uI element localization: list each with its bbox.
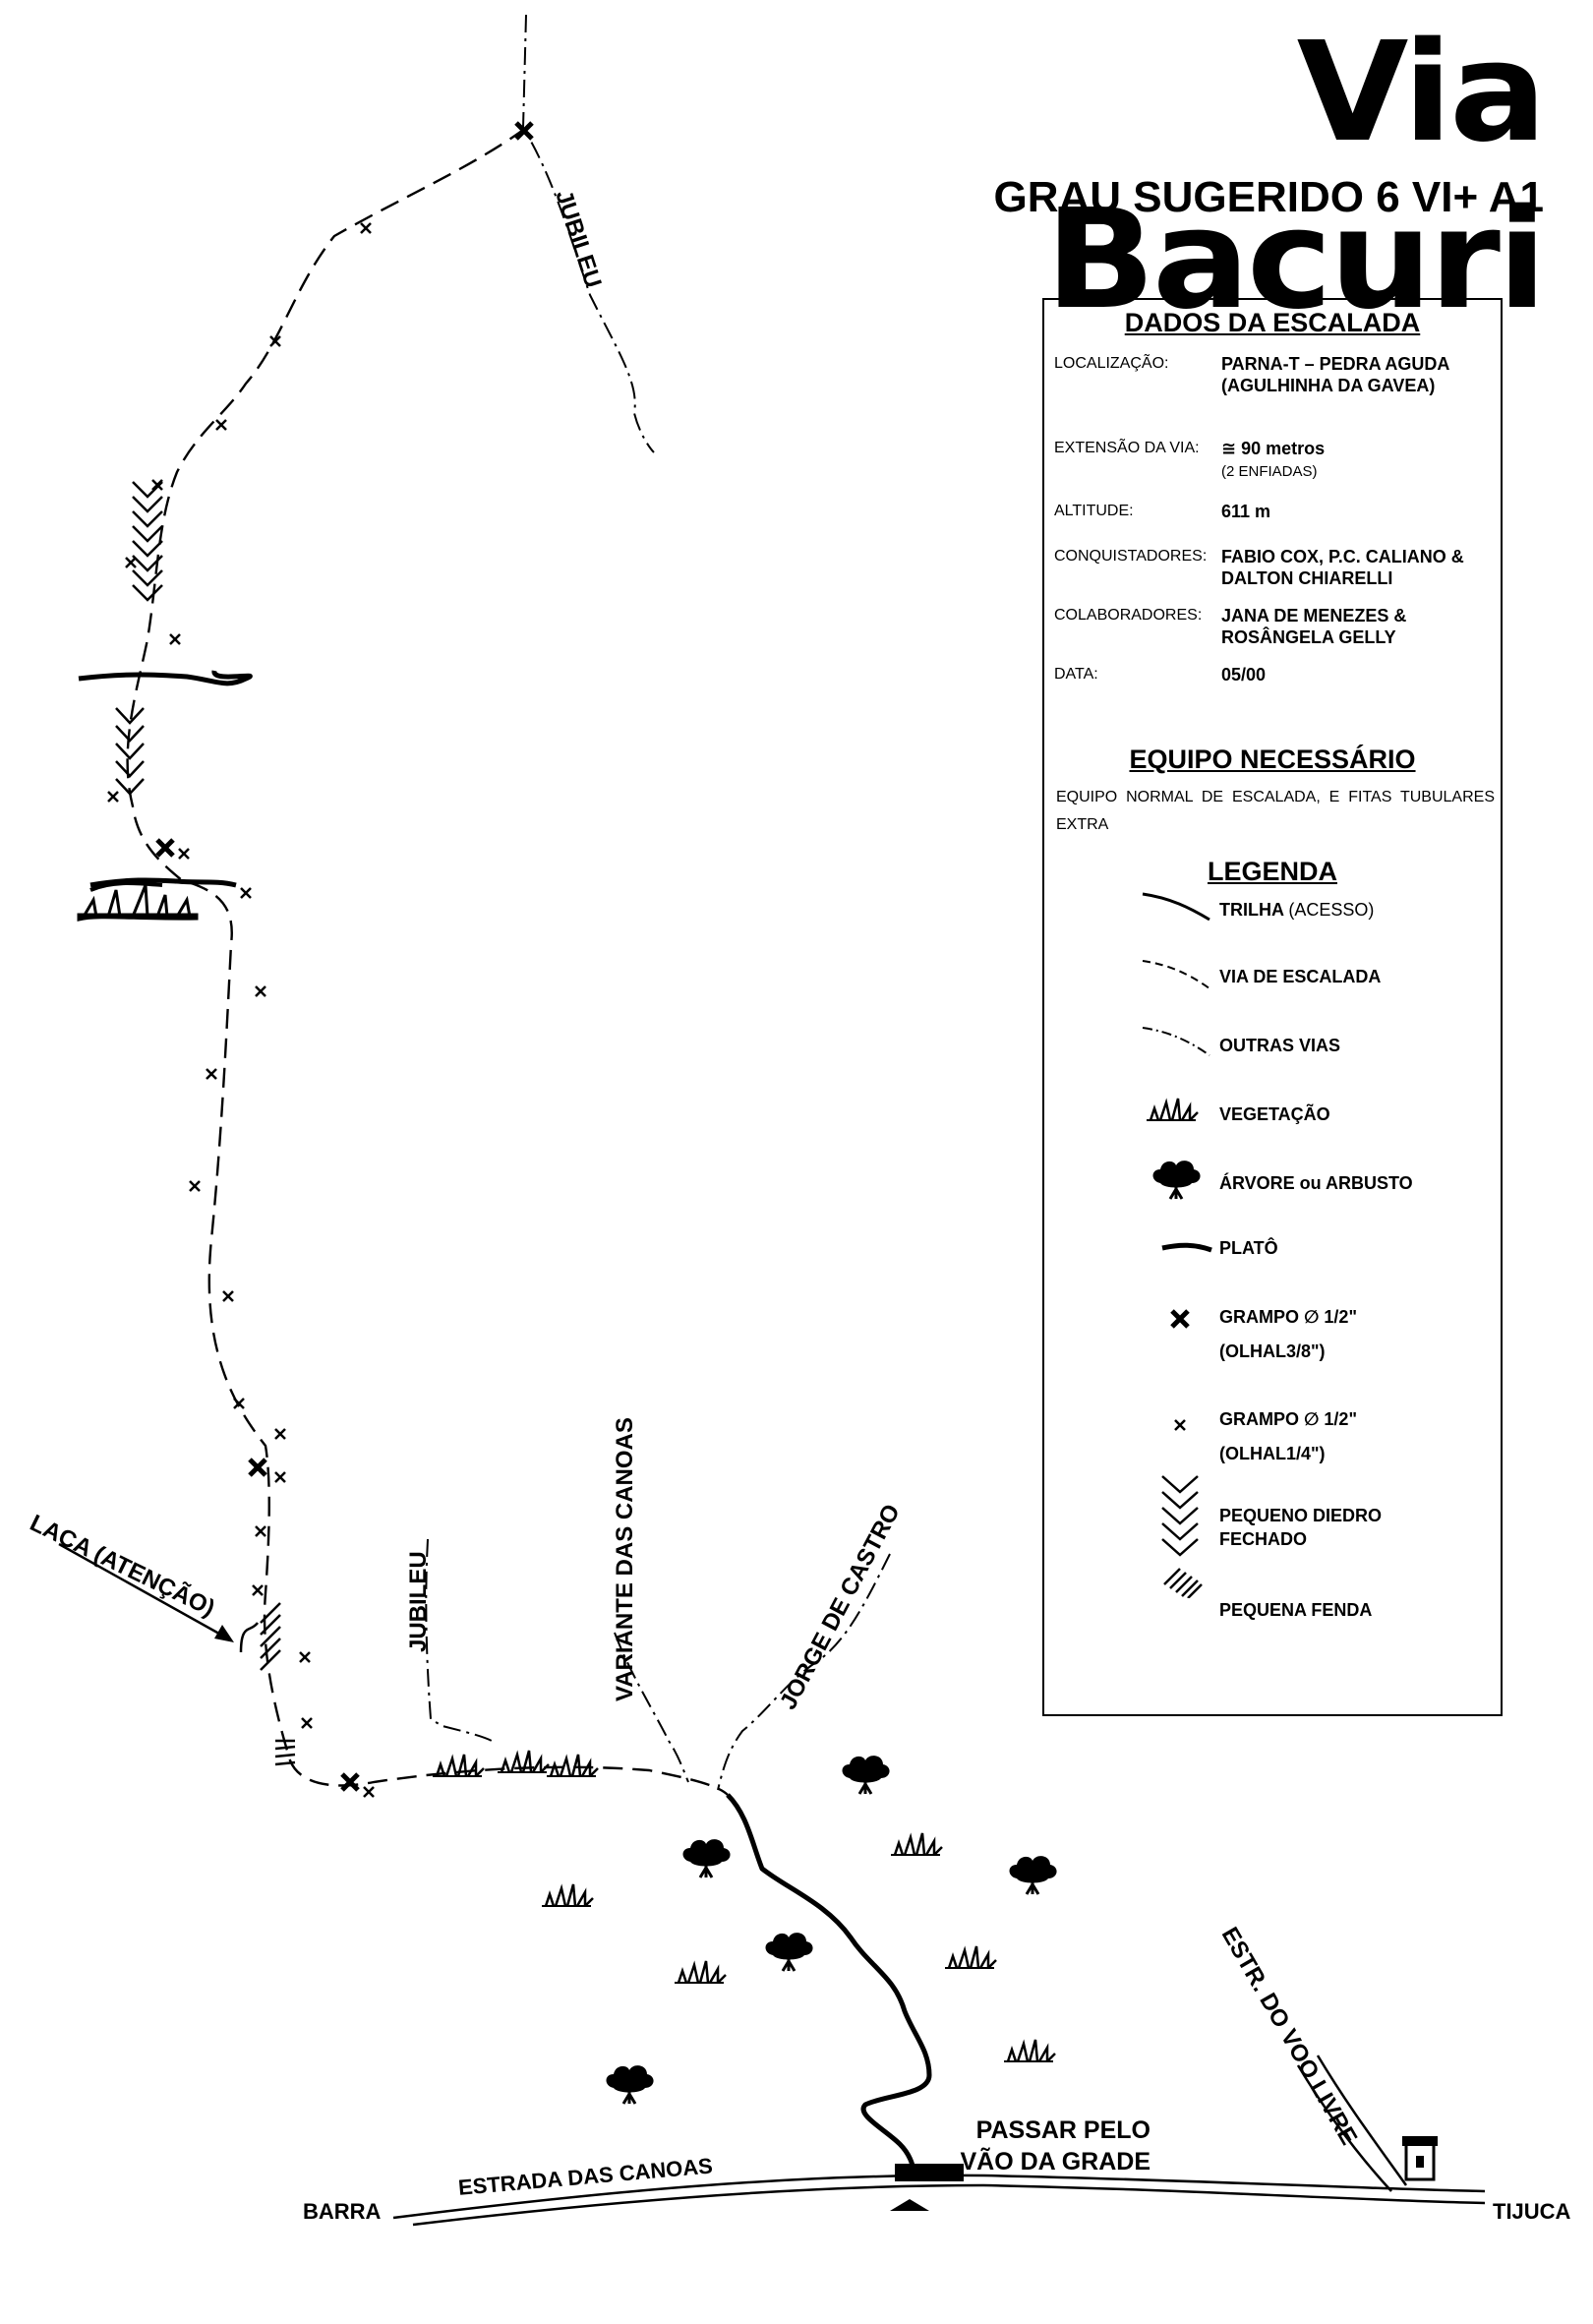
dihedral-lower <box>115 707 145 796</box>
field-value-main: ≅ 90 metros <box>1221 439 1326 458</box>
field-value: ≅ 90 metros (2 ENFIADAS) <box>1221 438 1497 483</box>
plateau-ledge <box>89 877 237 888</box>
crack-icon <box>1163 1568 1203 1598</box>
other-route-jorge <box>717 1553 891 1791</box>
laca-arrow <box>58 1542 234 1642</box>
equipment-text: EQUIPO NORMAL DE ESCALADA, E FITAS TUBUL… <box>1056 789 1495 833</box>
route-title: Via Bacuri <box>1044 13 1547 340</box>
ledge-vegetation <box>77 880 199 922</box>
road-voo-livre <box>1296 2055 1408 2192</box>
trail-line-icon <box>1142 892 1210 922</box>
dashed-route-icon <box>1142 960 1210 989</box>
tree-icon <box>1151 1159 1203 1201</box>
approach-trail <box>726 1793 932 2175</box>
label-barra: BARRA <box>303 2199 382 2224</box>
field-label: EXTENSÃO DA VIA: <box>1054 440 1200 456</box>
legend-heading: LEGENDA <box>1207 857 1337 886</box>
legend-item-tree: ÁRVORE ou ARBUSTO <box>1219 1173 1413 1193</box>
field-value: 05/00 <box>1221 665 1267 685</box>
small-bolt-icon <box>1173 1418 1187 1432</box>
equipment-heading: EQUIPO NECESSÁRIO <box>1129 745 1416 774</box>
plateau-icon <box>1161 1242 1212 1253</box>
legend-item-crack: PEQUENA FENDA <box>1219 1600 1373 1620</box>
legend-item-other-routes: OUTRAS VIAS <box>1219 1036 1341 1055</box>
dihedral-upper <box>132 481 163 602</box>
other-route-variante <box>614 1632 689 1783</box>
plateau-upper <box>78 670 253 686</box>
legend-item-route: VIA DE ESCALADA <box>1219 967 1382 986</box>
large-bolts <box>157 123 532 1790</box>
dihedral-icon <box>1161 1475 1199 1557</box>
label-passar: PASSAR PELO VÃO DA GRADE <box>960 2116 1150 2175</box>
legend-item-small-bolt: GRAMPO ∅ 1/2"(OLHAL1/4") <box>1219 1409 1357 1463</box>
lower-crack <box>274 1739 296 1766</box>
field-label: DATA: <box>1054 666 1098 683</box>
legend-item-large-bolt: GRAMPO ∅ 1/2"(OLHAL3/8") <box>1219 1307 1357 1361</box>
field-value: JANA DE MENEZES & ROSÂNGELA GELLY <box>1221 606 1407 647</box>
label-tijuca: TIJUCA <box>1493 2199 1571 2224</box>
legend-icons <box>1142 892 1212 1598</box>
label-jubileu-bottom: JUBILEU <box>405 1551 432 1652</box>
field-value: PARNA-T – PEDRA AGUDA (AGULHINHA DA GAVE… <box>1221 354 1449 395</box>
info-panel: DADOS DA ESCALADA LOCALIZAÇÃO: PARNA-T –… <box>1042 298 1503 1716</box>
field-value-note: (2 ENFIADAS) <box>1221 463 1318 480</box>
legend-item-vegetation: VEGETAÇÃO <box>1219 1104 1330 1124</box>
field-label: CONQUISTADORES: <box>1054 548 1208 565</box>
other-route-jubileu-top <box>521 14 655 453</box>
field-label: COLABORADORES: <box>1054 607 1203 624</box>
climbing-route <box>126 127 729 1796</box>
label-variante: VARIANTE DAS CANOAS <box>612 1417 638 1701</box>
climb-data-heading: DADOS DA ESCALADA <box>1124 308 1421 337</box>
field-label: LOCALIZAÇÃO: <box>1054 355 1169 372</box>
large-bolt-icon <box>1172 1311 1188 1327</box>
other-route-jubileu-bottom <box>425 1538 493 1742</box>
gate <box>890 2164 964 2211</box>
route-grade: GRAU SUGERIDO 6 VI+ A1 <box>993 173 1545 221</box>
laca-crack <box>239 1602 281 1671</box>
trees <box>605 1754 1059 2106</box>
dash-dot-route-icon <box>1142 1027 1210 1056</box>
legend-item-trail: TRILHA (ACESSO) <box>1219 900 1375 920</box>
field-label: ALTITUDE: <box>1054 503 1134 519</box>
vegetation-icon <box>1145 1097 1200 1122</box>
road-estrada-das-canoas <box>392 2174 1486 2227</box>
field-value: FABIO COX, P.C. CALIANO & DALTON CHIAREL… <box>1221 547 1464 588</box>
vegetation-tufts <box>431 1749 1057 2063</box>
field-value: 611 m <box>1221 502 1271 521</box>
legend-item-plateau: PLATÔ <box>1219 1238 1278 1258</box>
small-bolts <box>106 221 376 1799</box>
legend-item-dihedral: PEQUENO DIEDRO FECHADO <box>1219 1506 1383 1549</box>
guard-house <box>1402 2136 1438 2181</box>
